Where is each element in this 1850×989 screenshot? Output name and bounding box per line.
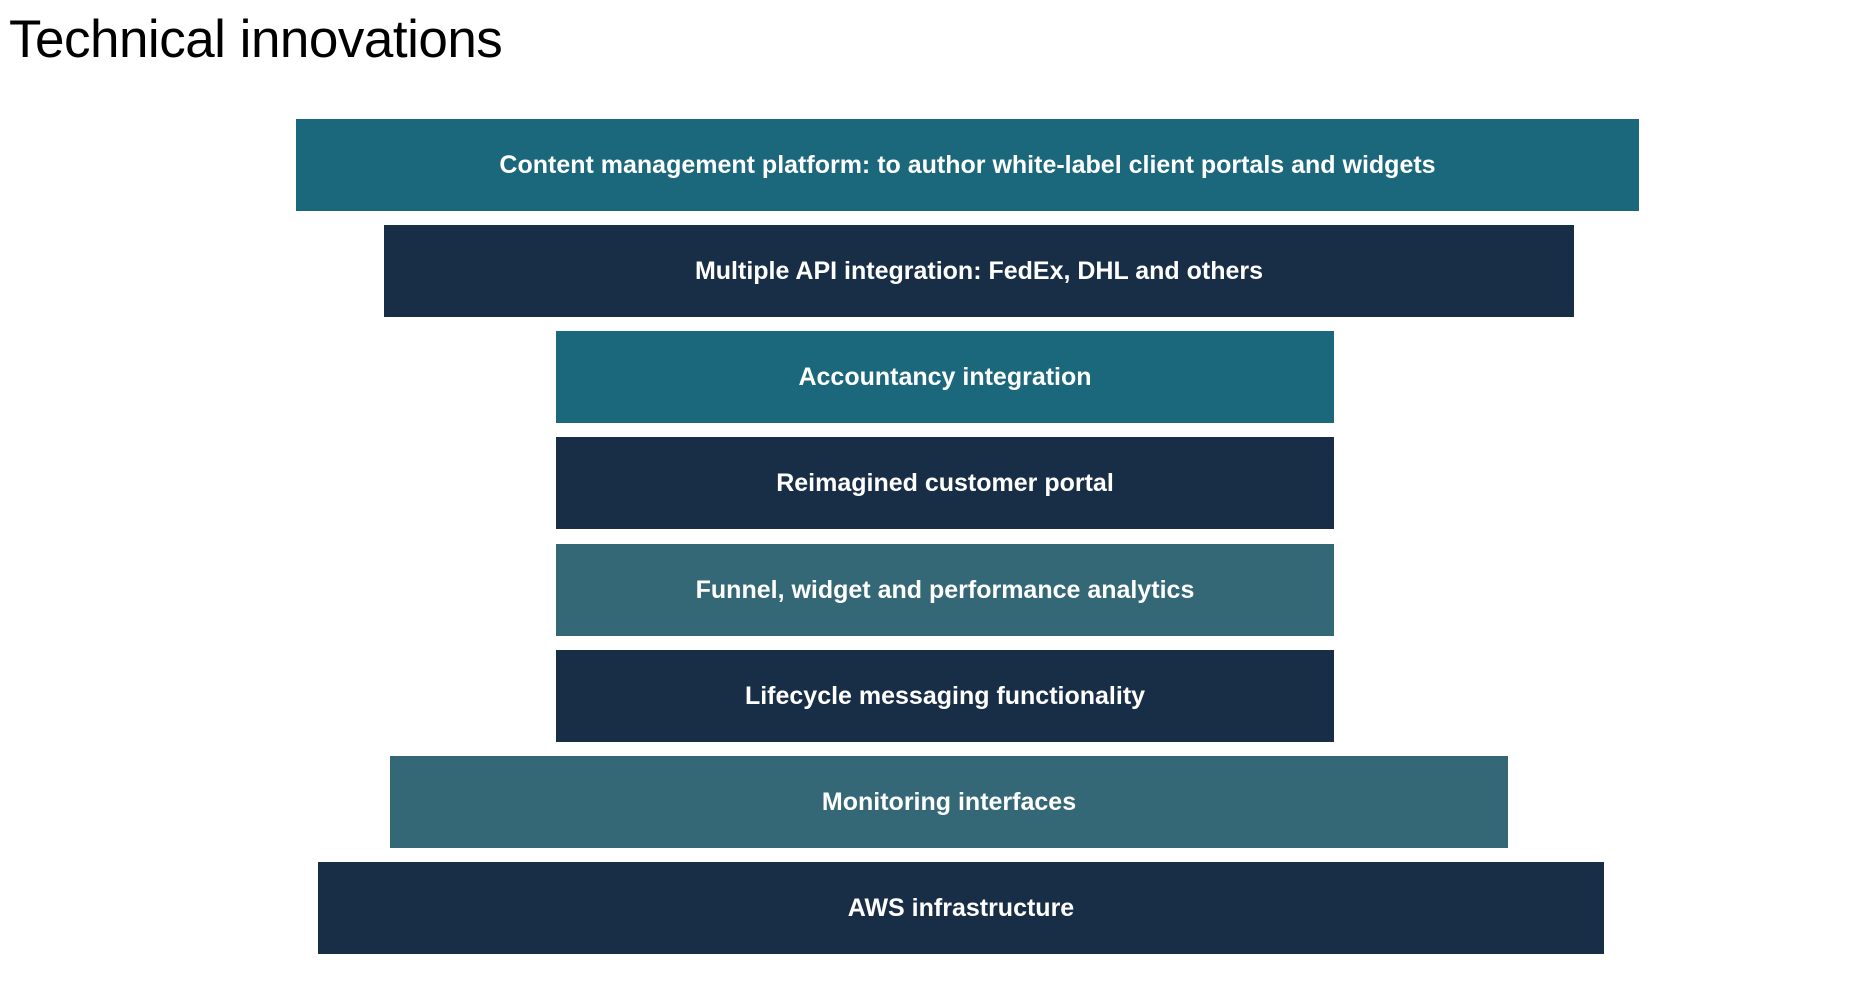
layer-label: Lifecycle messaging functionality [744, 681, 1146, 710]
layer-funnel-widget-analytics: Funnel, widget and performance analytics [556, 544, 1334, 636]
layer-label: Monitoring interfaces [821, 787, 1077, 816]
page-title: Technical innovations [9, 10, 503, 69]
layer-reimagined-customer-portal: Reimagined customer portal [556, 437, 1334, 529]
layer-label: Accountancy integration [798, 362, 1092, 391]
layer-aws-infrastructure: AWS infrastructure [318, 862, 1604, 954]
layer-label: Content management platform: to author w… [499, 150, 1436, 179]
layer-multiple-api-integration: Multiple API integration: FedEx, DHL and… [384, 225, 1574, 317]
layer-accountancy-integration: Accountancy integration [556, 331, 1334, 423]
layer-content-management-platform: Content management platform: to author w… [296, 119, 1639, 211]
layer-label: Reimagined customer portal [776, 468, 1114, 497]
layer-lifecycle-messaging: Lifecycle messaging functionality [556, 650, 1334, 742]
layer-label: AWS infrastructure [847, 893, 1075, 922]
layer-monitoring-interfaces: Monitoring interfaces [390, 756, 1508, 848]
layer-label: Multiple API integration: FedEx, DHL and… [694, 256, 1264, 285]
layer-label: Funnel, widget and performance analytics [695, 575, 1195, 604]
